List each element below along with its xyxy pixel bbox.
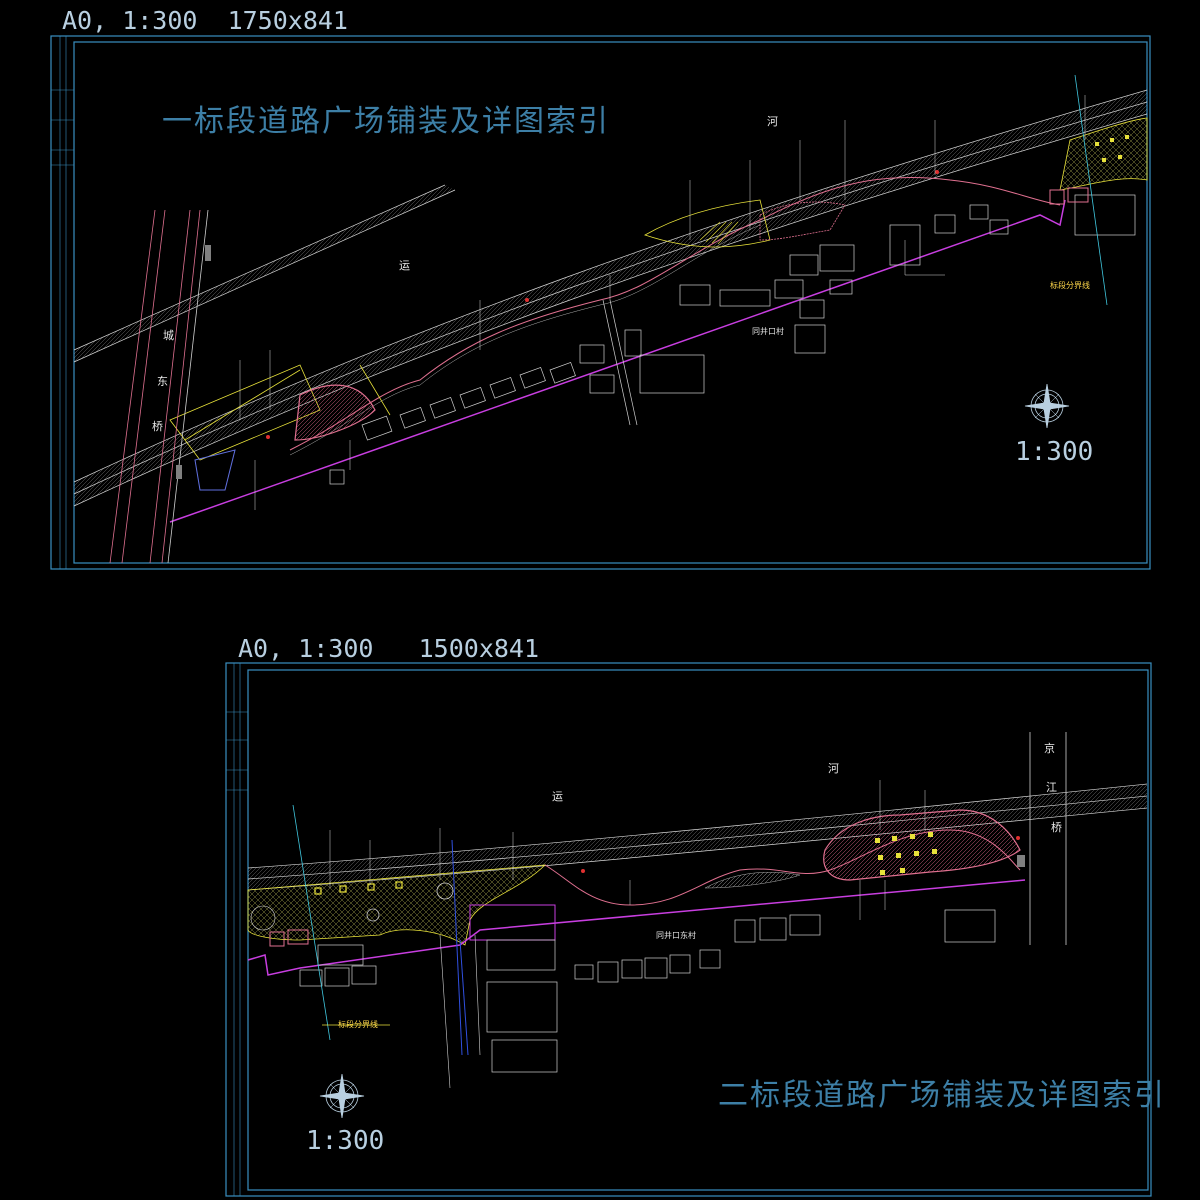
sheet1-bathroom [1049, 187, 1089, 205]
sheet1-title: 一标段道路广场铺装及详图索引 [162, 104, 610, 139]
sheet1-scale: 1:300 [1015, 437, 1094, 467]
sheet2-frame [225, 662, 1152, 1197]
sheet2-village-label: 同井口东村 [656, 931, 696, 940]
sheet2-plaza-right-squares [875, 832, 937, 875]
sheet1-leaders [239, 95, 1086, 510]
sheet2-title: 二标段道路广场铺装及详图索引 [718, 1078, 1166, 1113]
sheet1-frame [50, 35, 1151, 570]
sheet2-road-hatch [248, 784, 1147, 890]
sheet2-scale: 1:300 [306, 1126, 385, 1156]
sheet2-header: A0, 1:300 1500x841 [238, 634, 540, 663]
sheet1-buildings [329, 194, 1136, 485]
sheet1-upper-road [74, 185, 455, 362]
sheet2-bridge [1029, 732, 1067, 945]
sheet2-buildings [299, 909, 996, 1073]
sheet1-label-qiao: 桥 [152, 420, 163, 433]
sheet2-plaza-squares [314, 881, 403, 895]
sheet2-label-qiao: 桥 [1051, 821, 1062, 834]
sheet1-label-dong: 东 [157, 375, 168, 388]
sheet2-label-yun: 运 [552, 790, 563, 803]
sheet2-boundary-label: 标段分界线 [338, 1020, 378, 1029]
sheet2-cyan-line [292, 804, 331, 1041]
sheet2-fountain [436, 882, 454, 900]
sheet2-titleblock-strip [226, 711, 248, 791]
sheet2-compass-icon [319, 1073, 365, 1119]
sheet2-plaza-right [823, 809, 1021, 881]
sheet1-titleblock-strip [51, 89, 74, 166]
sheet2-plaza-left [247, 864, 547, 946]
sheet2-label-jiang: 江 [1046, 781, 1057, 794]
sheet1-magenta-line [169, 199, 1066, 523]
sheet1-boundary-label: 标段分界线 [1050, 281, 1090, 290]
sheet2-canal [451, 839, 469, 1056]
sheet2-magenta-line [247, 879, 1026, 976]
sheet2-leaders [329, 780, 926, 920]
sheet2-bathroom [269, 929, 309, 947]
sheet1-label-he: 河 [767, 115, 778, 128]
sheet1-label-yun: 运 [399, 259, 410, 272]
sheet2-label-jing: 京 [1044, 742, 1055, 755]
sheet1-compass-icon [1024, 383, 1070, 429]
sheet1-pink-path [289, 176, 1061, 451]
sheet1-header: A0, 1:300 1750x841 [62, 6, 348, 35]
sheet1-bridge [109, 209, 209, 564]
sheet2-label-he: 河 [828, 762, 839, 775]
sheet2-red-markers [581, 836, 1020, 873]
sheet1-village-label: 同井口村 [752, 327, 784, 336]
sheet1-plaza-squares [1095, 135, 1129, 162]
sheet1-label-cheng: 城 [163, 329, 174, 342]
sheet1-red-markers [266, 170, 939, 439]
sheet1-cyan-line [1074, 74, 1108, 306]
sheet1-road-hatch [74, 90, 1147, 506]
